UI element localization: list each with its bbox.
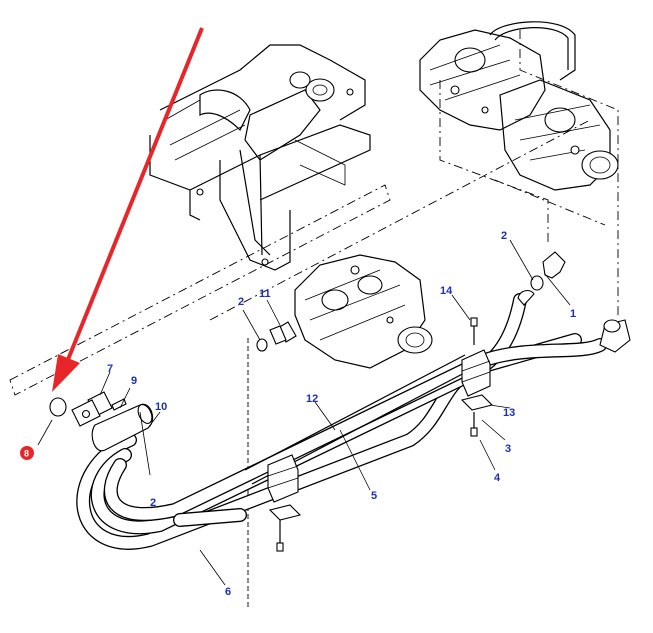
callout-10: 10: [155, 401, 167, 413]
fittings: [49, 251, 631, 452]
tandem-pump-assembly: [419, 21, 619, 191]
hose-bundle: [76, 293, 607, 550]
clamp-blocks: [267, 317, 494, 552]
highlight-arrow: [52, 27, 204, 392]
callout-12: 12: [306, 393, 318, 405]
callout-7: 7: [107, 363, 113, 375]
callout-6: 6: [225, 586, 231, 598]
callout-2: 2: [238, 296, 244, 308]
callout-2: 2: [150, 497, 156, 509]
callout-1: 1: [570, 308, 576, 320]
callout-8: 8: [24, 449, 29, 459]
callout-3: 3: [505, 443, 511, 455]
leader-lines: [37, 239, 571, 586]
callout-13: 13: [503, 407, 515, 419]
callout-labels: 1 2 2 2 3 4 5 6 7 8 9 10 11 12 13 14: [20, 230, 576, 598]
callout-2: 2: [501, 230, 507, 242]
callout-9: 9: [131, 375, 137, 387]
center-pump: [294, 254, 433, 369]
callout-4: 4: [494, 472, 501, 484]
highlight-badge: [20, 446, 34, 460]
callout-14: 14: [440, 285, 453, 297]
callout-5: 5: [371, 490, 377, 502]
callout-11: 11: [259, 288, 271, 300]
frame-mount-assembly: [149, 44, 371, 271]
